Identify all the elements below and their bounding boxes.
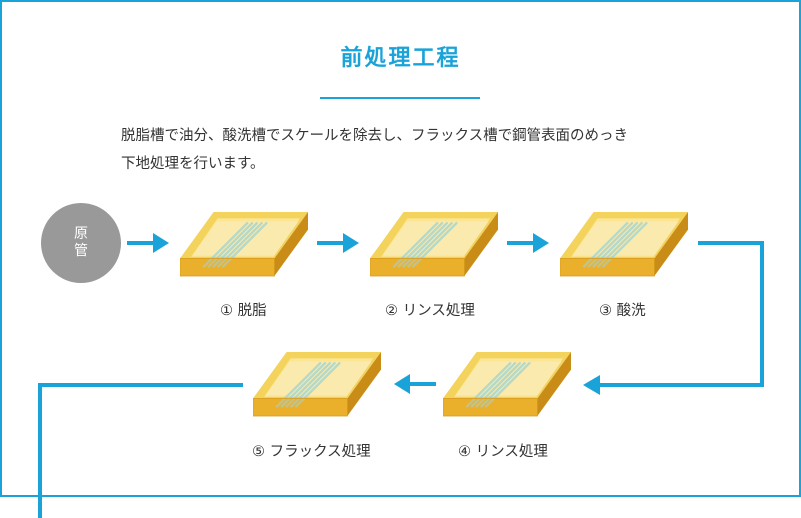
step-label-2: ② リンス処理 xyxy=(385,303,475,319)
arrow-right-icon xyxy=(507,233,549,253)
connector-line xyxy=(598,241,764,387)
description-line: 脱脂槽で油分、酸洗槽でスケールを除去し、フラックス槽で鋼管表面のめっき xyxy=(121,128,629,144)
tank-step-2 xyxy=(370,210,498,278)
arrow-left-icon xyxy=(583,375,600,395)
step-label-4: ④ リンス処理 xyxy=(458,444,548,460)
tank-step-5 xyxy=(253,350,381,418)
exit-line xyxy=(38,383,243,518)
raw-material-circle: 原管 xyxy=(41,203,121,283)
title-underline xyxy=(320,97,480,99)
section-title: 前処理工程 xyxy=(340,46,461,71)
arrow-left-icon xyxy=(394,374,436,394)
tank-step-4 xyxy=(443,350,571,418)
step-label-5: ⑤ フラックス処理 xyxy=(252,444,371,460)
step-label-3: ③ 酸洗 xyxy=(599,303,646,319)
raw-material-label: 原管 xyxy=(74,226,88,259)
tank-step-1 xyxy=(180,210,308,278)
frame-border xyxy=(0,0,801,497)
step-label-1: ① 脱脂 xyxy=(220,303,267,319)
arrow-right-icon xyxy=(317,233,359,253)
description: 脱脂槽で油分、酸洗槽でスケールを除去し、フラックス槽で鋼管表面のめっき 下地処理… xyxy=(121,122,721,178)
description-line: 下地処理を行います。 xyxy=(121,156,265,172)
arrow-right-icon xyxy=(127,233,169,253)
tank-step-3 xyxy=(560,210,688,278)
